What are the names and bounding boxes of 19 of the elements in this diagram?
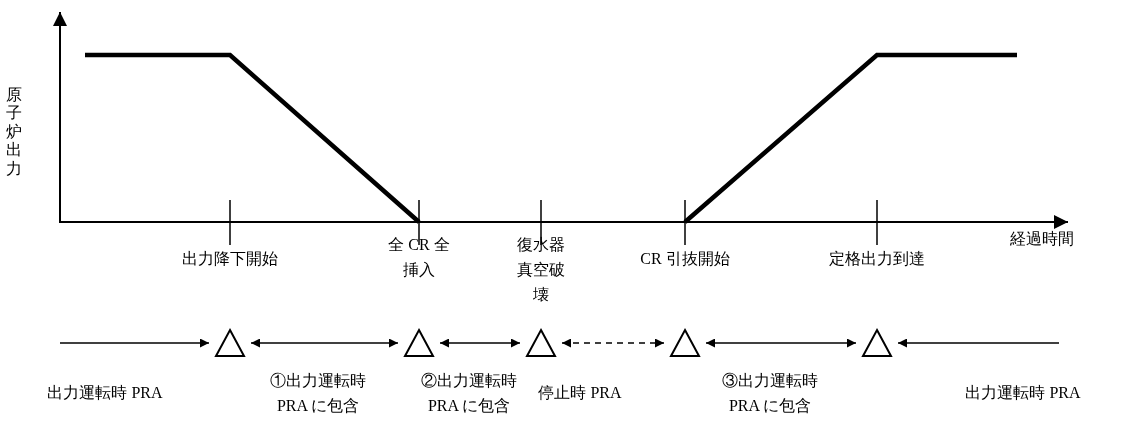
arrow bbox=[250, 338, 399, 348]
phase-label: ③出力運転時PRA に包含 bbox=[721, 371, 819, 416]
arrow bbox=[897, 338, 1060, 348]
axis-label: 経過時間 bbox=[1009, 229, 1075, 249]
event-label: 全 CR 全挿入 bbox=[388, 235, 450, 280]
dashed-arrow bbox=[561, 338, 665, 348]
event-label: 出力降下開始 bbox=[181, 249, 279, 269]
event-label: CR 引抜開始 bbox=[639, 249, 731, 269]
phase-label: 停止時 PRA bbox=[537, 383, 623, 403]
event-label: 定格出力到達 bbox=[828, 249, 926, 269]
phase-label: ①出力運転時PRA に包含 bbox=[269, 371, 367, 416]
arrow bbox=[439, 338, 521, 348]
arrow bbox=[705, 338, 857, 348]
phase-label: ②出力運転時PRA に包含 bbox=[420, 371, 518, 416]
arrow bbox=[59, 338, 210, 348]
phase-label: 出力運転時 PRA bbox=[964, 383, 1082, 403]
axis-label: 原子炉出力 bbox=[6, 86, 22, 178]
phase-label: 出力運転時 PRA bbox=[46, 383, 164, 403]
event-label: 復水器真空破壊 bbox=[516, 235, 566, 305]
